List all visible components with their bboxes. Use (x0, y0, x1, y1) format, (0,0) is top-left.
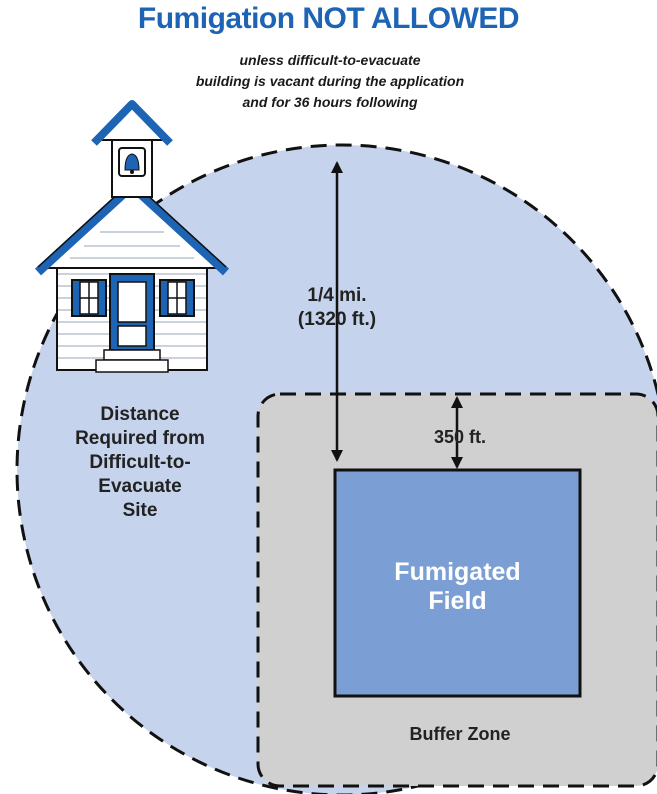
page-subtitle: unless difficult-to-evacuate building is… (195, 52, 465, 110)
buffer-distance-label: 350 ft. (433, 427, 487, 447)
schoolhouse-icon (34, 100, 230, 373)
quarter-mile-label: 1/4 mi. (1320 ft.) (297, 285, 377, 330)
buffer-zone-label: Buffer Zone (409, 724, 511, 744)
fumigated-field (333, 468, 582, 698)
fumigated-field-label: Fumigated Field (394, 558, 521, 615)
page-title: Fumigation NOT ALLOWED (137, 2, 520, 35)
distance-required-label: Distance Required from Difficult-to- Eva… (75, 404, 205, 521)
bell-icon (124, 153, 140, 171)
